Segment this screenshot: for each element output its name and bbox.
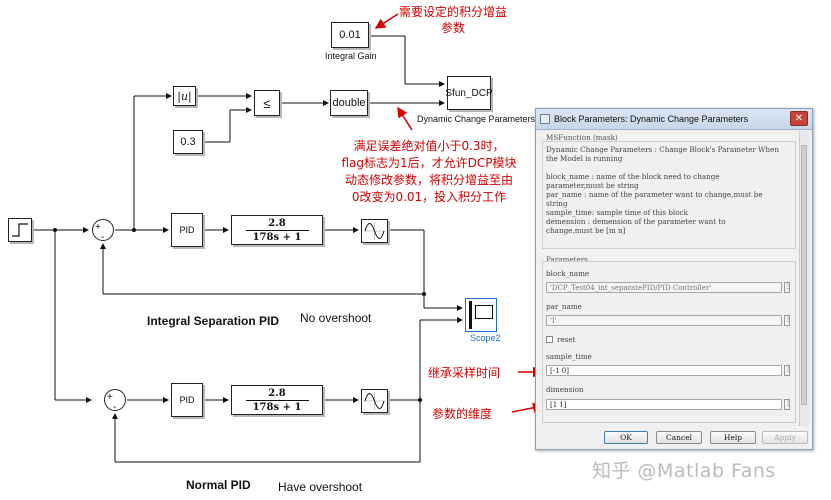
dialog-scrollbar-thumb[interactable] [801, 145, 807, 405]
mask-description: Dynamic Change Parameters : Change Block… [546, 145, 796, 235]
sum-bottom-plus: + [107, 392, 113, 403]
block-parameters-dialog[interactable]: Block Parameters: Dynamic Change Paramet… [535, 108, 813, 450]
sample-time-field[interactable]: [-1 0] [546, 365, 782, 376]
pid-controller-bottom[interactable]: PID [171, 383, 203, 417]
nonlinear-block-top[interactable] [361, 219, 388, 243]
sine-wave-icon [364, 222, 385, 240]
block-name-options-button[interactable]: ⋮ [784, 282, 791, 293]
tf-bottom-denominator: 178s + 1 [252, 401, 302, 413]
sum-block-bottom[interactable] [104, 389, 126, 411]
desc-line: string [546, 199, 568, 208]
integral-gain-constant[interactable]: 0.01 [331, 22, 369, 48]
annotation-flag-line1: 满足误差绝对值小于0.3时， [353, 139, 505, 153]
apply-button[interactable]: Apply [762, 431, 808, 444]
annotation-flag-line3: 动态修改参数，将积分增益至由 [344, 173, 513, 187]
step-block[interactable] [8, 218, 32, 242]
scope2-mux-bar [469, 301, 472, 329]
step-icon [12, 223, 28, 237]
scope2-screen [475, 305, 493, 319]
sample-time-options-button[interactable]: ⋮ [784, 365, 791, 376]
desc-line: change,must be [m n] [546, 226, 626, 235]
scope2-block[interactable] [465, 298, 497, 332]
sine-wave-icon [364, 392, 385, 410]
pid-controller-top[interactable]: PID [171, 213, 203, 247]
help-button[interactable]: Help [710, 431, 756, 444]
caption-no-overshoot: No overshoot [300, 311, 372, 325]
sum-bottom-minus: - [113, 402, 117, 413]
dialog-body: MSFunction (mask) Dynamic Change Paramet… [540, 131, 798, 426]
dimension-options-button[interactable]: ⋮ [784, 399, 791, 410]
annotation-flag-line4: 0改变为0.01，投入积分工作 [351, 190, 507, 204]
tf-top-numerator: 2.8 [268, 217, 286, 229]
sample-time-label: sample_time [546, 352, 592, 361]
tf-top-denominator: 178s + 1 [252, 231, 302, 243]
transfer-function-top[interactable]: 2.8 178s + 1 [231, 215, 323, 245]
tf-bottom-fraction-bar [245, 399, 309, 401]
nonlinear-block-bottom[interactable] [361, 389, 388, 413]
mask-description-group [542, 141, 796, 249]
sum-block-top[interactable] [92, 219, 114, 241]
desc-line: Dynamic Change Parameters : Change Block… [546, 145, 779, 154]
par-name-label: par_name [546, 302, 582, 311]
sfun-dcp-label: Dynamic Change Parameters [417, 114, 536, 124]
zhihu-watermark: 知乎 @Matlab Fans [592, 460, 776, 482]
desc-line: sample_time: sample time of this block [546, 208, 688, 217]
block-name-label: block_name [546, 269, 590, 278]
sum-top-minus: - [101, 232, 105, 243]
integral-gain-label: Integral Gain [325, 51, 377, 61]
annotation-sample-time: 继承采样时间 [428, 366, 501, 380]
mask-section-title: MSFunction (mask) [546, 133, 618, 142]
desc-line [546, 163, 796, 172]
annotation-flag-line2: flag标志为1后，才允许DCP模块 [341, 156, 517, 170]
threshold-constant[interactable]: 0.3 [173, 130, 203, 154]
abs-block[interactable]: |u| [173, 86, 196, 106]
tf-bottom-numerator: 2.8 [268, 387, 286, 399]
scope2-label: Scope2 [470, 333, 501, 343]
parameters-section-title: Parameters [546, 255, 588, 264]
block-name-field[interactable]: 'DCP_Test04_int_separatePID/PID Controll… [546, 282, 782, 293]
tf-top-fraction-bar [245, 229, 309, 231]
desc-line: demension : demension of the parameter w… [546, 217, 726, 226]
sum-top-plus: + [95, 222, 101, 233]
cancel-button[interactable]: Cancel [656, 431, 702, 444]
desc-line: parameter,must be string [546, 181, 639, 190]
dialog-title: Block Parameters: Dynamic Change Paramet… [554, 114, 749, 124]
relational-operator-block[interactable]: ≤ [254, 90, 280, 116]
caption-have-overshoot: Have overshoot [278, 480, 363, 494]
annotation-dimension: 参数的维度 [432, 407, 493, 421]
annotation-integral-gain: 需要设定的积分增益 参数 [388, 4, 518, 36]
desc-line: block_name : name of the block need to c… [546, 172, 720, 181]
parameters-group [542, 261, 796, 423]
dialog-title-bar[interactable]: Block Parameters: Dynamic Change Paramet… [536, 109, 812, 130]
ok-button[interactable]: OK [604, 431, 648, 444]
dialog-close-button[interactable]: ✕ [790, 111, 808, 126]
desc-line: the Model is running [546, 154, 623, 163]
data-type-conversion-block[interactable]: double [330, 90, 368, 116]
caption-normal-pid: Normal PID [186, 478, 251, 492]
annotation-gain-line1: 需要设定的积分增益 [398, 5, 507, 19]
annotation-flag-condition: 满足误差绝对值小于0.3时， flag标志为1后，才允许DCP模块 动态修改参数… [326, 138, 532, 206]
caption-integral-separation-pid: Integral Separation PID [147, 314, 280, 328]
simulink-app-icon [540, 114, 550, 124]
sfun-dcp-block[interactable]: Sfun_DCP [445, 76, 493, 110]
transfer-function-bottom[interactable]: 2.8 178s + 1 [231, 385, 323, 415]
par-name-options-button[interactable]: ⋮ [784, 315, 791, 326]
reset-label: reset [557, 335, 576, 344]
dimension-field[interactable]: [1 1] [546, 399, 782, 410]
annotation-gain-line2: 参数 [440, 21, 465, 35]
desc-line: par_name : name of the parameter want to… [546, 190, 763, 199]
dimension-label: dimension [546, 385, 584, 394]
reset-checkbox[interactable] [546, 336, 553, 343]
par-name-field[interactable]: 'I' [546, 315, 782, 326]
dialog-scrollbar[interactable] [799, 131, 809, 426]
